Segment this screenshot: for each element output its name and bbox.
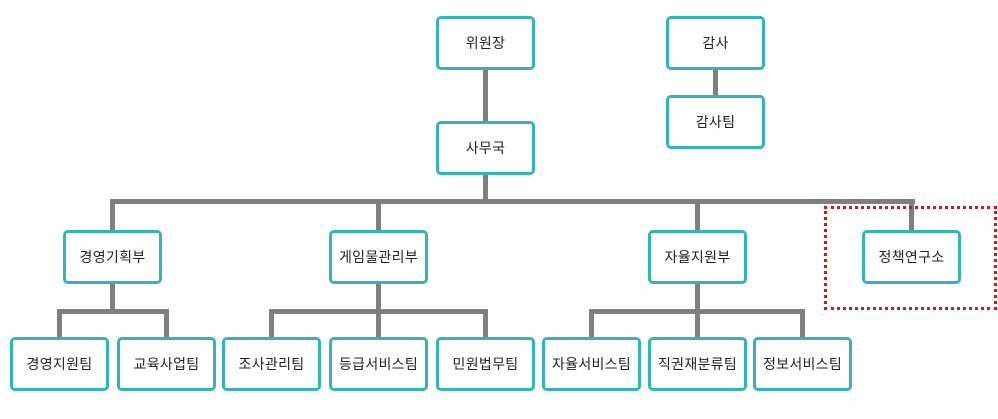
connector-team3-drop — [269, 309, 274, 338]
team-label: 자율서비스팀 — [551, 357, 632, 373]
connector-audit-auditteam — [713, 68, 718, 96]
team-education-business-box: 교육사업팀 — [117, 337, 216, 391]
connector-team8-drop — [800, 309, 805, 338]
audit-team-box: 감사팀 — [666, 95, 765, 149]
connector-dept2-down — [376, 282, 381, 312]
team-reclassification-box: 직권재분류팀 — [648, 337, 747, 391]
department-label: 경영기획부 — [79, 250, 146, 266]
department-self-rating-box: 자율지원부 — [648, 230, 747, 284]
department-label: 자율지원부 — [664, 250, 731, 266]
team-civil-legal-box: 민원법무팀 — [436, 337, 535, 391]
team-info-service-box: 정보서비스팀 — [753, 337, 852, 391]
chairman-label: 위원장 — [465, 36, 506, 52]
connector-team4-drop — [376, 309, 381, 338]
department-management-planning-box: 경영기획부 — [63, 230, 162, 284]
secretariat-label: 사무국 — [465, 141, 506, 157]
connector-team5-drop — [483, 309, 488, 338]
connector-team7-drop — [695, 309, 700, 338]
team-label: 조사관리팀 — [238, 357, 305, 373]
connector-team1-drop — [57, 309, 62, 338]
department-label: 게임물관리부 — [338, 250, 419, 266]
department-label: 정책연구소 — [878, 250, 945, 266]
audit-label: 감사 — [702, 36, 729, 52]
connector-dept3-drop — [695, 199, 700, 231]
connector-department-bus — [110, 199, 915, 204]
connector-dept1-down — [110, 282, 115, 312]
audit-box: 감사 — [666, 16, 765, 70]
team-rating-service-box: 등급서비스팀 — [329, 337, 428, 391]
team-self-service-box: 자율서비스팀 — [542, 337, 641, 391]
connector-secretariat-bus — [483, 173, 488, 203]
team-label: 민원법무팀 — [452, 357, 519, 373]
connector-chairman-secretariat — [483, 68, 488, 122]
team-label: 직권재분류팀 — [657, 357, 738, 373]
highlight-frame — [824, 206, 997, 310]
department-policy-research-box: 정책연구소 — [862, 230, 961, 284]
connector-team2-drop — [164, 309, 169, 338]
team-label: 등급서비스팀 — [338, 357, 419, 373]
department-game-rating-box: 게임물관리부 — [329, 230, 428, 284]
audit-team-label: 감사팀 — [695, 115, 736, 131]
team-label: 경영지원팀 — [26, 357, 93, 373]
connector-dept1-team-bus — [57, 309, 169, 314]
connector-dept1-drop — [110, 199, 115, 231]
chairman-box: 위원장 — [436, 16, 535, 70]
connector-team6-drop — [589, 309, 594, 338]
secretariat-box: 사무국 — [436, 121, 535, 175]
team-label: 정보서비스팀 — [762, 357, 843, 373]
connector-dept4-drop — [909, 199, 914, 231]
team-label: 교육사업팀 — [133, 357, 200, 373]
team-management-support-box: 경영지원팀 — [10, 337, 109, 391]
team-investigation-management-box: 조사관리팀 — [222, 337, 321, 391]
connector-dept3-down — [695, 282, 700, 312]
connector-dept2-drop — [376, 199, 381, 231]
